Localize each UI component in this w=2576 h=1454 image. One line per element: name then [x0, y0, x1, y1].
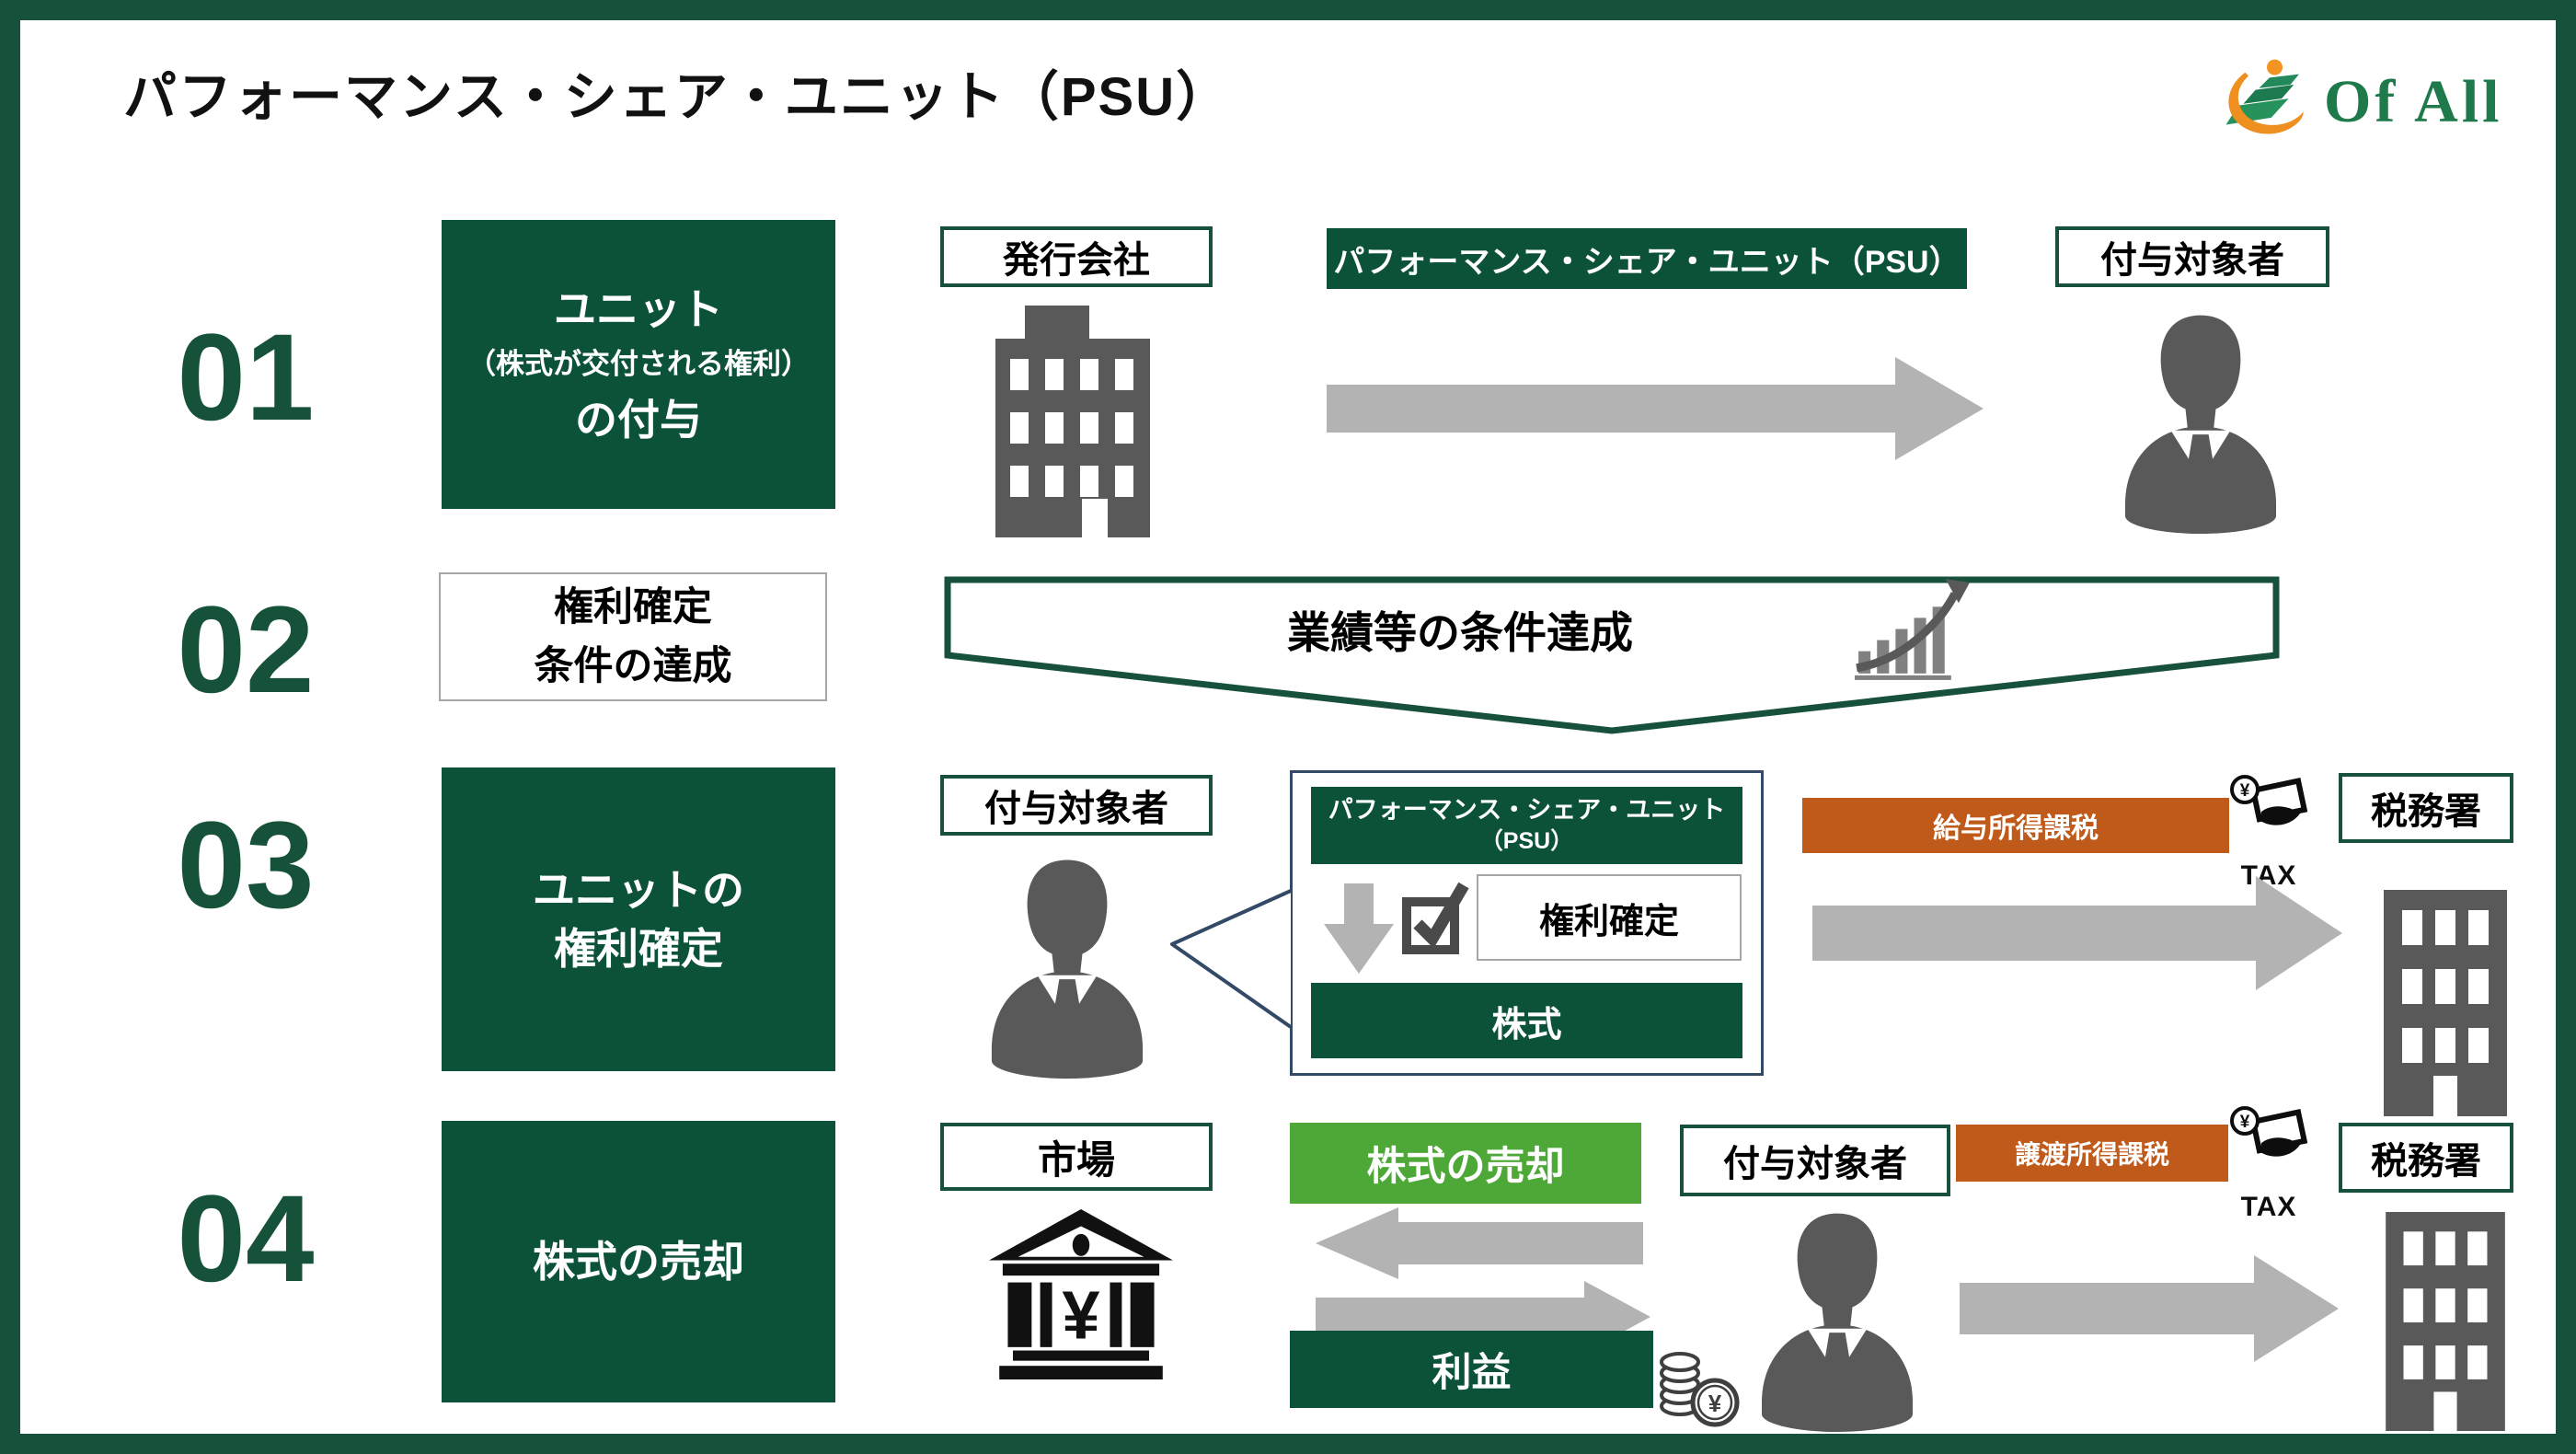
coins-icon: ¥ [1656, 1345, 1744, 1434]
step-box-share-sale: 株式の売却 [442, 1121, 835, 1402]
growth-chart-icon [1849, 576, 1974, 689]
callout-psu-line1: パフォーマンス・シェア・ユニット [1328, 795, 1726, 824]
step-number-02: 02 [177, 582, 315, 719]
grant-arrow-right-icon [1327, 357, 1984, 465]
grantee-label-row4: 付与対象者 [1680, 1125, 1950, 1196]
brand-logo: Of All [2219, 52, 2556, 153]
page-title: パフォーマンス・シェア・ユニット（PSU） [123, 67, 1232, 127]
callout-tail-shape [1168, 882, 1297, 1041]
vesting-label-box: 権利確定 [1477, 874, 1742, 961]
profit-yen-glyph: ¥ [1708, 1390, 1722, 1417]
bank-yen-glyph: ¥ [1062, 1277, 1099, 1354]
step1-line3: の付与 [575, 395, 702, 444]
coin-yen-glyph: ¥ [2240, 1113, 2250, 1132]
tax-office-label-row3: 税務署 [2339, 773, 2513, 843]
market-label: 市場 [940, 1123, 1213, 1191]
step4-label: 株式の売却 [533, 1237, 744, 1286]
market-bank-icon: ¥ [977, 1209, 1185, 1384]
issuer-building-icon [983, 306, 1163, 542]
tax-office-building-icon-row3 [2380, 890, 2511, 1121]
step2-line2: 条件の達成 [534, 644, 732, 688]
down-arrow-icon [1324, 883, 1394, 978]
shares-banner: 株式 [1311, 983, 1742, 1058]
step-number-01: 01 [177, 309, 315, 446]
step1-line2: （株式が交付される権利） [467, 348, 810, 381]
callout-psu-line2: （PSU） [1479, 828, 1574, 855]
tax-text: TAX [2241, 1192, 2297, 1222]
psu-grant-banner: パフォーマンス・シェア・ユニット（PSU） [1327, 228, 1967, 289]
grantee-label-row3: 付与対象者 [940, 775, 1213, 836]
tax-money-icon-row3: ¥ TAX [2230, 773, 2308, 895]
step3-line1: ユニットの [533, 865, 744, 914]
brand-logo-icon [2219, 54, 2315, 151]
brand-name: Of All [2324, 68, 2503, 135]
grantee-person-icon-row1 [2101, 307, 2300, 538]
profit-banner: 利益 [1290, 1331, 1653, 1408]
step-box-vesting-condition: 権利確定 条件の達成 [439, 572, 827, 701]
step-number-03: 03 [177, 797, 315, 934]
sale-arrow-left-icon [1316, 1207, 1643, 1284]
tax-payment-arrow-row3-icon [1812, 876, 2342, 995]
issuer-label: 発行会社 [940, 226, 1213, 287]
vesting-callout-bubble: パフォーマンス・シェア・ユニット （PSU） 権利確定 株式 [1290, 770, 1764, 1076]
step-box-unit-grant: ユニット （株式が交付される権利） の付与 [442, 220, 835, 509]
capital-gains-tax-banner: 譲渡所得課税 [1956, 1125, 2228, 1182]
coin-yen-glyph: ¥ [2240, 781, 2250, 801]
grantee-person-icon-row4 [1737, 1206, 1938, 1434]
step2-line1: 権利確定 [554, 584, 712, 629]
tax-office-building-icon-row4 [2380, 1212, 2511, 1434]
step-box-unit-vesting: ユニットの 権利確定 [442, 767, 835, 1071]
tax-money-icon-row4: ¥ TAX [2230, 1104, 2308, 1227]
condition-achieved-text: 業績等の条件達成 [1287, 607, 1633, 657]
grantee-person-icon-row3 [968, 851, 1167, 1084]
tax-payment-arrow-row4-icon [1960, 1255, 2339, 1367]
step1-line1: ユニット [554, 284, 723, 333]
share-sale-banner: 株式の売却 [1290, 1123, 1641, 1204]
grantee-label-row1: 付与対象者 [2055, 226, 2329, 287]
step3-line2: 権利確定 [554, 925, 723, 973]
salary-income-tax-banner: 給与所得課税 [1802, 798, 2229, 853]
checkbox-icon [1401, 876, 1469, 962]
callout-psu-banner: パフォーマンス・シェア・ユニット （PSU） [1311, 787, 1742, 864]
step-number-04: 04 [177, 1171, 315, 1308]
tax-office-label-row4: 税務署 [2339, 1123, 2513, 1193]
